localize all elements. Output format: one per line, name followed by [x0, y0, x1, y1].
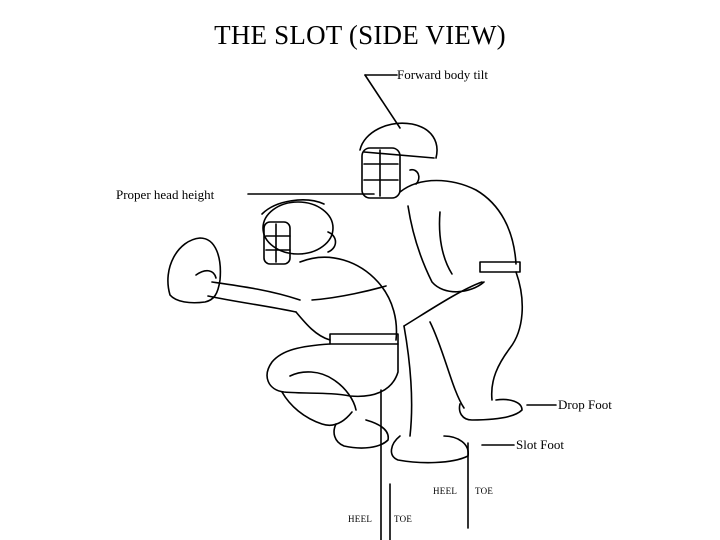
catcher-helmet: [263, 202, 333, 254]
umpire-drop-foot-shoe: [460, 399, 523, 420]
catcher-back: [300, 257, 396, 340]
umpire-ear: [410, 170, 419, 184]
umpire-belt: [480, 262, 520, 272]
catcher-shin-guard: [290, 372, 356, 410]
catcher-mitt: [168, 238, 220, 303]
catcher-mitt-pocket: [196, 271, 216, 278]
catcher-shin: [282, 392, 352, 425]
catcher-ear: [328, 232, 336, 252]
catcher-arm-upper: [212, 282, 300, 300]
catcher-shoe: [334, 420, 388, 448]
umpire-front: [408, 206, 484, 292]
catcher-figure: [168, 200, 398, 448]
umpire-front-leg: [404, 326, 412, 436]
umpire-inner-leg: [430, 322, 464, 408]
umpire-back: [400, 181, 516, 265]
catcher-thigh: [267, 344, 398, 396]
leader-forward-body-tilt-diagonal: [365, 75, 400, 128]
umpire-arm: [440, 212, 453, 274]
umpire-thigh-top: [404, 282, 482, 326]
leader-lines: [248, 75, 556, 445]
catcher-arm-lower: [208, 296, 296, 312]
umpire-figure: [360, 123, 522, 462]
catcher-chest: [296, 312, 330, 340]
catcher-mask: [264, 222, 290, 264]
umpire-back-leg: [492, 272, 523, 400]
reference-lines: [381, 390, 468, 540]
catcher-belt: [330, 334, 398, 344]
umpire-mask: [362, 148, 400, 198]
umpire-slot-foot-shoe: [391, 436, 468, 463]
